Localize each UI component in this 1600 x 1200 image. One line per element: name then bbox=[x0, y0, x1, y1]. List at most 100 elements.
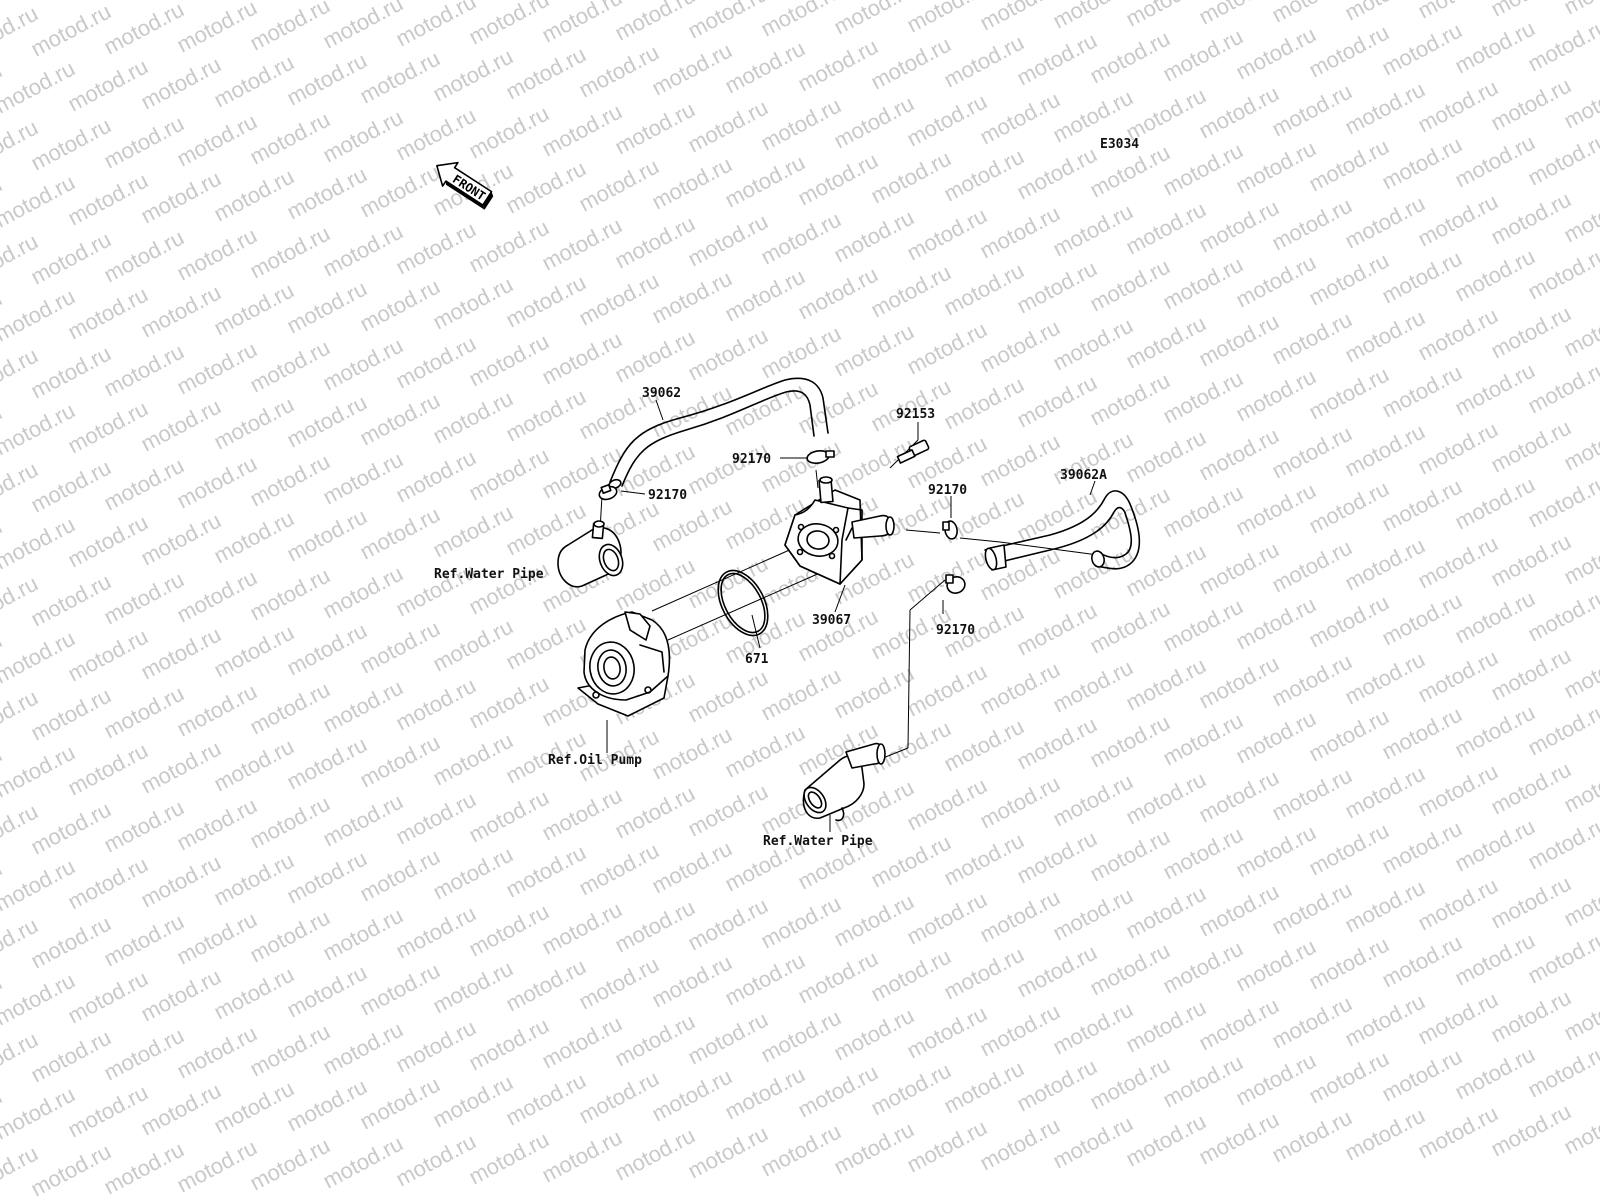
watermark-text: motod.ru bbox=[100, 111, 188, 174]
watermark-text: motod.ru bbox=[1524, 584, 1600, 647]
watermark-text: motod.ru bbox=[538, 783, 626, 846]
watermark-text: motod.ru bbox=[867, 32, 955, 95]
watermark-text: motod.ru bbox=[757, 93, 845, 156]
watermark-text: motod.ru bbox=[319, 447, 407, 510]
callout-39067: 39067 bbox=[812, 613, 851, 628]
watermark-text: motod.ru bbox=[1487, 643, 1575, 706]
watermark-text: motod.ru bbox=[137, 508, 225, 571]
watermark-text: motod.ru bbox=[1013, 826, 1101, 889]
watermark-text: motod.ru bbox=[648, 266, 736, 329]
watermark-text: motod.ru bbox=[1268, 1105, 1356, 1168]
watermark-text: motod.ru bbox=[1451, 700, 1539, 763]
watermark-text: motod.ru bbox=[1159, 822, 1247, 885]
watermark-text: motod.ru bbox=[100, 339, 188, 402]
watermark-text: motod.ru bbox=[64, 738, 152, 801]
callout-ref-oil-pump: Ref.Oil Pump bbox=[548, 753, 642, 768]
watermark-text: motod.ru bbox=[319, 1017, 407, 1080]
watermark-text: motod.ru bbox=[1487, 73, 1575, 136]
watermark-text: motod.ru bbox=[1341, 305, 1429, 368]
watermark-text: motod.ru bbox=[173, 793, 261, 856]
watermark-text: motod.ru bbox=[1232, 22, 1320, 85]
watermark-text: motod.ru bbox=[1451, 358, 1539, 421]
watermark-text: motod.ru bbox=[27, 683, 115, 746]
watermark-text: motod.ru bbox=[1378, 246, 1466, 309]
watermark-text: motod.ru bbox=[1414, 531, 1502, 594]
watermark-text: motod.ru bbox=[1086, 482, 1174, 545]
watermark-text: motod.ru bbox=[575, 1066, 663, 1129]
watermark-text: motod.ru bbox=[173, 1021, 261, 1084]
watermark-text: motod.ru bbox=[903, 773, 991, 836]
watermark-text: motod.ru bbox=[1232, 364, 1320, 427]
watermark-text: motod.ru bbox=[940, 258, 1028, 321]
watermark-text: motod.ru bbox=[1232, 250, 1320, 313]
callout-ref-water-pipe-lower: Ref.Water Pipe bbox=[763, 834, 873, 849]
watermark-text: motod.ru bbox=[940, 714, 1028, 777]
watermark-text: motod.ru bbox=[1268, 193, 1356, 256]
diagram-code: E3034 bbox=[1100, 137, 1139, 152]
clamp-upper-left bbox=[598, 484, 618, 501]
watermark-text: motod.ru bbox=[1049, 769, 1137, 832]
callout-39062: 39062 bbox=[642, 386, 681, 401]
watermark-text: motod.ru bbox=[246, 677, 334, 740]
watermark-text: motod.ru bbox=[1524, 1040, 1600, 1103]
clamp-upper-right bbox=[806, 449, 835, 465]
watermark-text: motod.ru bbox=[283, 846, 371, 909]
watermark-text: motod.ru bbox=[392, 217, 480, 280]
watermark-text: motod.ru bbox=[502, 384, 590, 447]
watermark-text: motod.ru bbox=[1086, 26, 1174, 89]
watermark-text: motod.ru bbox=[1268, 991, 1356, 1054]
clamp-right-bottom bbox=[945, 574, 966, 594]
watermark-text: motod.ru bbox=[1414, 759, 1502, 822]
watermark-text: motod.ru bbox=[1122, 0, 1210, 31]
watermark-text: motod.ru bbox=[1013, 256, 1101, 319]
watermark-text: motod.ru bbox=[976, 87, 1064, 150]
watermark-text: motod.ru bbox=[1195, 195, 1283, 258]
watermark-text: motod.ru bbox=[1122, 197, 1210, 260]
watermark-text: motod.ru bbox=[1013, 712, 1101, 775]
watermark-text: motod.ru bbox=[1341, 875, 1429, 938]
watermark-text: motod.ru bbox=[1232, 934, 1320, 997]
watermark-text: motod.ru bbox=[0, 854, 79, 917]
watermark-text: motod.ru bbox=[283, 1074, 371, 1137]
watermark-text: motod.ru bbox=[611, 211, 699, 274]
watermark-text: motod.ru bbox=[575, 952, 663, 1015]
watermark-text: motod.ru bbox=[1159, 252, 1247, 315]
watermark-text: motod.ru bbox=[429, 842, 517, 905]
watermark-text: motod.ru bbox=[137, 394, 225, 457]
watermark-text: motod.ru bbox=[429, 728, 517, 791]
watermark-text: motod.ru bbox=[1159, 594, 1247, 657]
watermark-text: motod.ru bbox=[1195, 423, 1283, 486]
watermark-text: motod.ru bbox=[502, 954, 590, 1017]
watermark-text: motod.ru bbox=[1451, 814, 1539, 877]
watermark-text: motod.ru bbox=[1341, 77, 1429, 140]
watermark-text: motod.ru bbox=[283, 162, 371, 225]
watermark-text: motod.ru bbox=[1086, 710, 1174, 773]
callout-92170-upper-left: 92170 bbox=[648, 488, 687, 503]
watermark-text: motod.ru bbox=[1414, 417, 1502, 480]
watermark-text: motod.ru bbox=[173, 223, 261, 286]
watermark-text: motod.ru bbox=[1232, 478, 1320, 541]
watermark-text: motod.ru bbox=[137, 850, 225, 913]
watermark-text: motod.ru bbox=[392, 787, 480, 850]
watermark-text: motod.ru bbox=[64, 1080, 152, 1143]
watermark-text: motod.ru bbox=[1378, 132, 1466, 195]
watermark-text: motod.ru bbox=[1487, 1099, 1575, 1162]
watermark-text: motod.ru bbox=[246, 335, 334, 398]
watermark-text: motod.ru bbox=[27, 1025, 115, 1088]
watermark-text: motod.ru bbox=[1195, 1107, 1283, 1170]
watermark-text: motod.ru bbox=[976, 315, 1064, 378]
watermark-text: motod.ru bbox=[721, 150, 809, 213]
watermark-text: motod.ru bbox=[1195, 993, 1283, 1056]
watermark-text: motod.ru bbox=[465, 785, 553, 848]
watermark-text: motod.ru bbox=[1524, 14, 1600, 77]
watermark-text: motod.ru bbox=[429, 386, 517, 449]
watermark-text: motod.ru bbox=[392, 1129, 480, 1192]
watermark-text: motod.ru bbox=[246, 1019, 334, 1082]
watermark-text: motod.ru bbox=[173, 337, 261, 400]
watermark-text: motod.ru bbox=[356, 274, 444, 337]
watermark-text: motod.ru bbox=[648, 950, 736, 1013]
watermark-text: motod.ru bbox=[1341, 989, 1429, 1052]
watermark-text: motod.ru bbox=[757, 1119, 845, 1182]
watermark-text: motod.ru bbox=[0, 398, 79, 461]
